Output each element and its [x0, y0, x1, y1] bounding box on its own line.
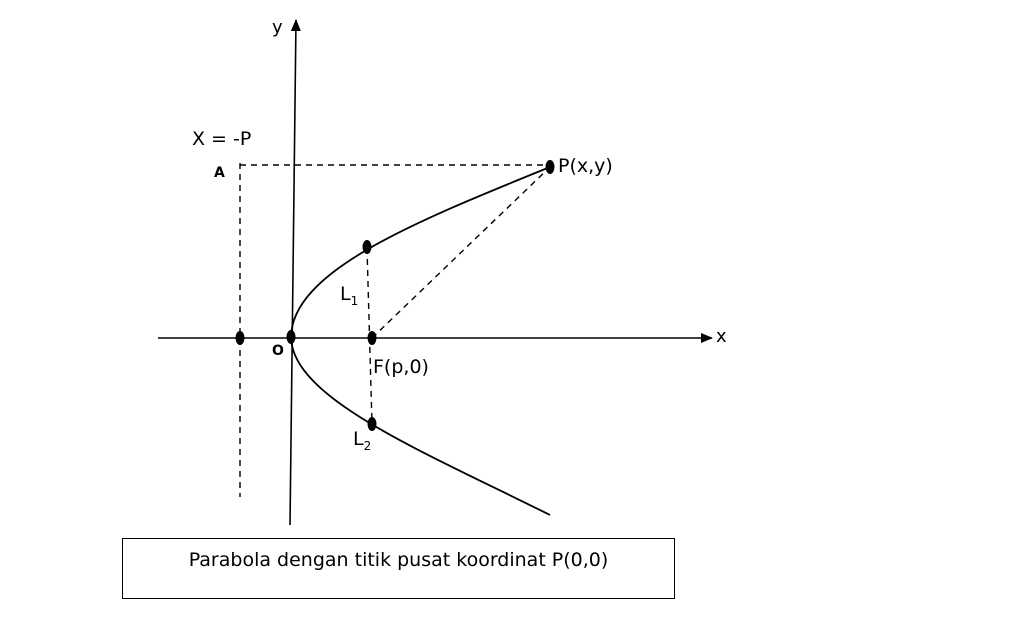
latus-2-label-sub: 2: [364, 439, 372, 453]
latus-point-1: [362, 240, 372, 254]
y-axis: [289, 19, 301, 526]
latus-2-label-main: L: [353, 428, 364, 450]
parabola-curve: [290, 166, 551, 516]
y-axis-label: y: [272, 17, 283, 38]
latus-1-label-main: L: [340, 283, 351, 305]
caption-text: Parabola dengan titik pusat koordinat P(…: [188, 549, 609, 571]
point-p-label: P(x,y): [558, 155, 613, 177]
origin-point: [286, 330, 296, 344]
point-a-label: A: [214, 165, 225, 181]
focus-label: F(p,0): [373, 356, 429, 378]
focus-point: [367, 331, 377, 345]
latus-2-label: L2: [353, 428, 371, 453]
origin-label: O: [272, 343, 284, 359]
latus-1-label-sub: 1: [351, 294, 359, 308]
latus-point-2: [367, 417, 377, 431]
directrix-label: X = -P: [192, 128, 251, 150]
latus-1-label: L1: [340, 283, 358, 308]
caption-box: Parabola dengan titik pusat koordinat P(…: [122, 538, 675, 599]
dashed-line-focus-to-p: [371, 166, 551, 339]
directrix-intersection-point: [235, 331, 245, 345]
x-axis-label: x: [716, 326, 727, 347]
point-p: [545, 160, 555, 174]
